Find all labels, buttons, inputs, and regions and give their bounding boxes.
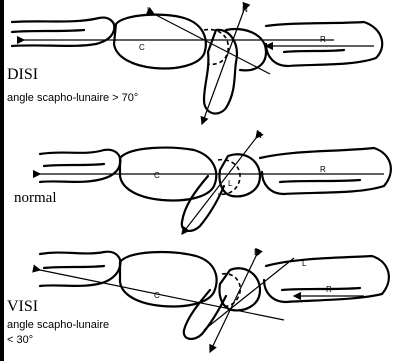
disi-label-n: N [242,5,248,14]
visi-radius-outline [264,256,389,302]
disi-label-r: R [320,35,326,44]
normal-n-axis [182,138,256,234]
disi-title: DISI [7,66,38,84]
disi-label-c: C [139,43,145,52]
visi-n-axis [210,256,256,352]
visi-caption-line2: < 30° [7,334,33,346]
normal-label-r: R [320,165,326,174]
disi-capitate-outline [114,15,206,69]
normal-label-n: N [256,131,262,140]
visi-label-c: C [154,291,160,300]
disi-caption: angle scapho-lunaire > 70° [7,92,138,104]
visi-caption-line1: angle scapho-lunaire [7,319,109,331]
normal-title: normal [14,190,57,207]
visi-diagram: N C R L [40,248,389,352]
normal-label-l: L [228,179,233,188]
wrist-diagrams-svg: L N C R N C R L [4,0,402,361]
figure-panel: L N C R N C R L [4,0,402,361]
visi-metacarpal-outline [40,252,120,286]
visi-title: VISI [7,298,38,316]
disi-l-axis [154,14,270,74]
disi-diagram: L N C R [12,5,382,124]
disi-radius-outline [266,22,382,66]
disi-label-l: L [147,6,152,15]
normal-label-c: C [154,171,160,180]
visi-label-r: R [326,285,332,294]
normal-distal-scaphoid [182,176,224,231]
normal-diagram: N C R L [40,131,391,234]
visi-label-l: L [302,259,307,268]
normal-lunate-dashed [218,160,240,195]
visi-label-n: N [254,248,260,257]
